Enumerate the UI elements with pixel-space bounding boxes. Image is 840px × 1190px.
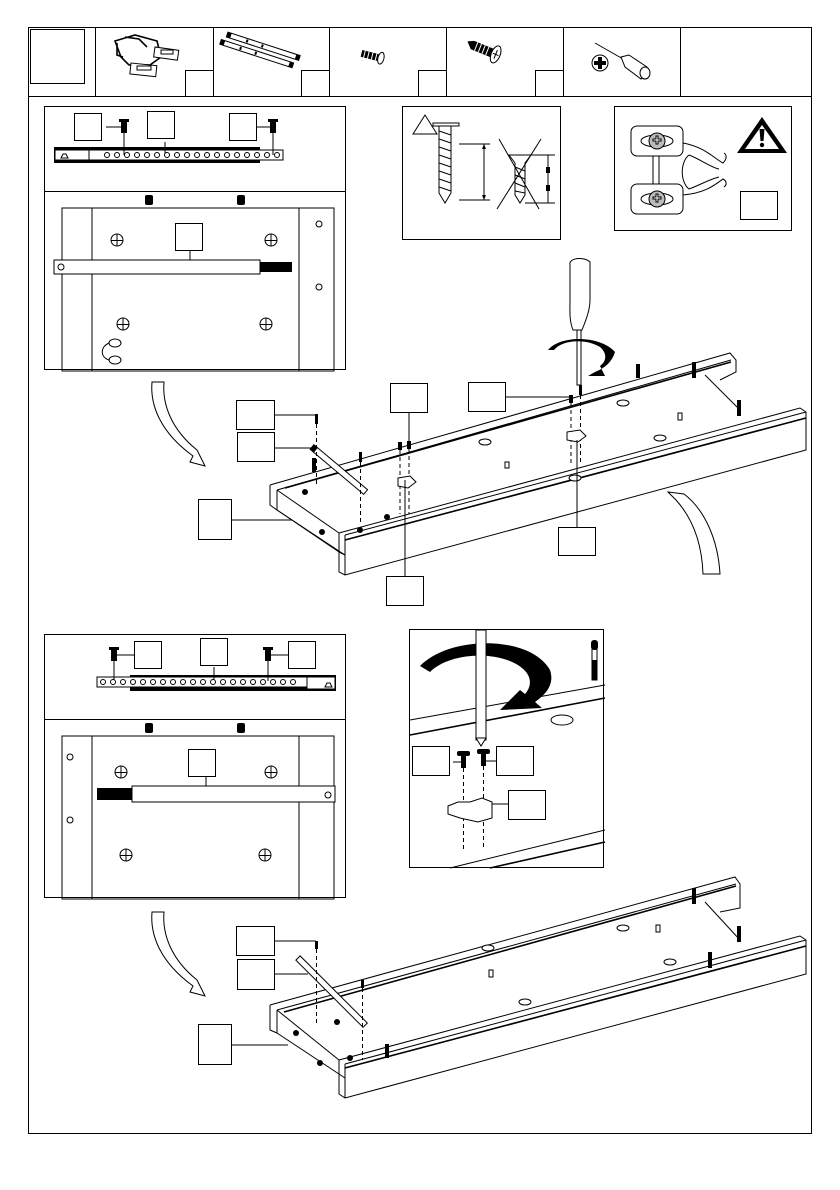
callout-box bbox=[198, 1024, 232, 1065]
curved-arrow-icon bbox=[152, 912, 205, 996]
callout-box bbox=[237, 959, 275, 990]
callout-box bbox=[236, 926, 275, 956]
